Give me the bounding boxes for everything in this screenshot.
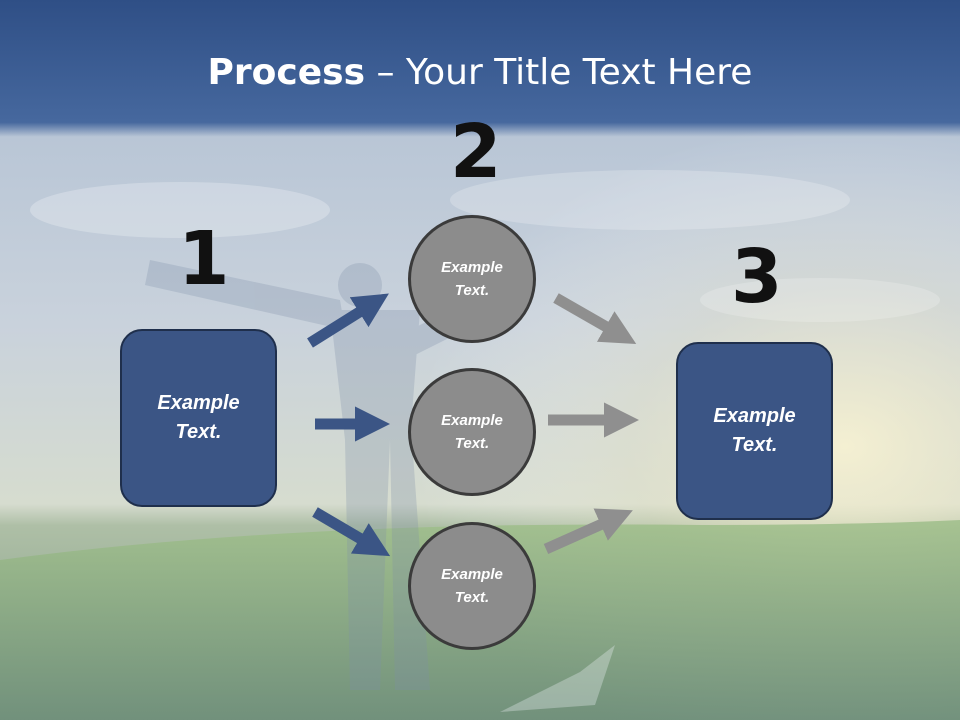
step-number-2: 2 bbox=[450, 109, 502, 195]
title-rest: – Your Title Text Here bbox=[365, 52, 753, 93]
left-process-box[interactable]: Example Text. bbox=[120, 329, 277, 507]
circle-bottom-text: Example Text. bbox=[441, 566, 503, 606]
arrow-left-to-top bbox=[307, 293, 389, 348]
page-title: Process – Your Title Text Here bbox=[0, 52, 960, 93]
circle-middle[interactable]: Example Text. bbox=[408, 368, 536, 496]
arrow-bottom-to-right bbox=[543, 508, 633, 555]
circle-top-text: Example Text. bbox=[441, 259, 503, 299]
circle-middle-text: Example Text. bbox=[441, 412, 503, 452]
step-number-3: 3 bbox=[731, 234, 783, 320]
circle-top[interactable]: Example Text. bbox=[408, 215, 536, 343]
arrow-left-to-bottom bbox=[312, 507, 391, 557]
title-bold: Process bbox=[207, 52, 366, 93]
right-process-box[interactable]: Example Text. bbox=[676, 342, 833, 520]
left-box-text: Example Text. bbox=[157, 392, 240, 443]
right-box-text: Example Text. bbox=[713, 405, 796, 456]
arrow-top-to-right bbox=[553, 293, 637, 345]
step-number-1: 1 bbox=[178, 216, 230, 302]
circle-bottom[interactable]: Example Text. bbox=[408, 522, 536, 650]
